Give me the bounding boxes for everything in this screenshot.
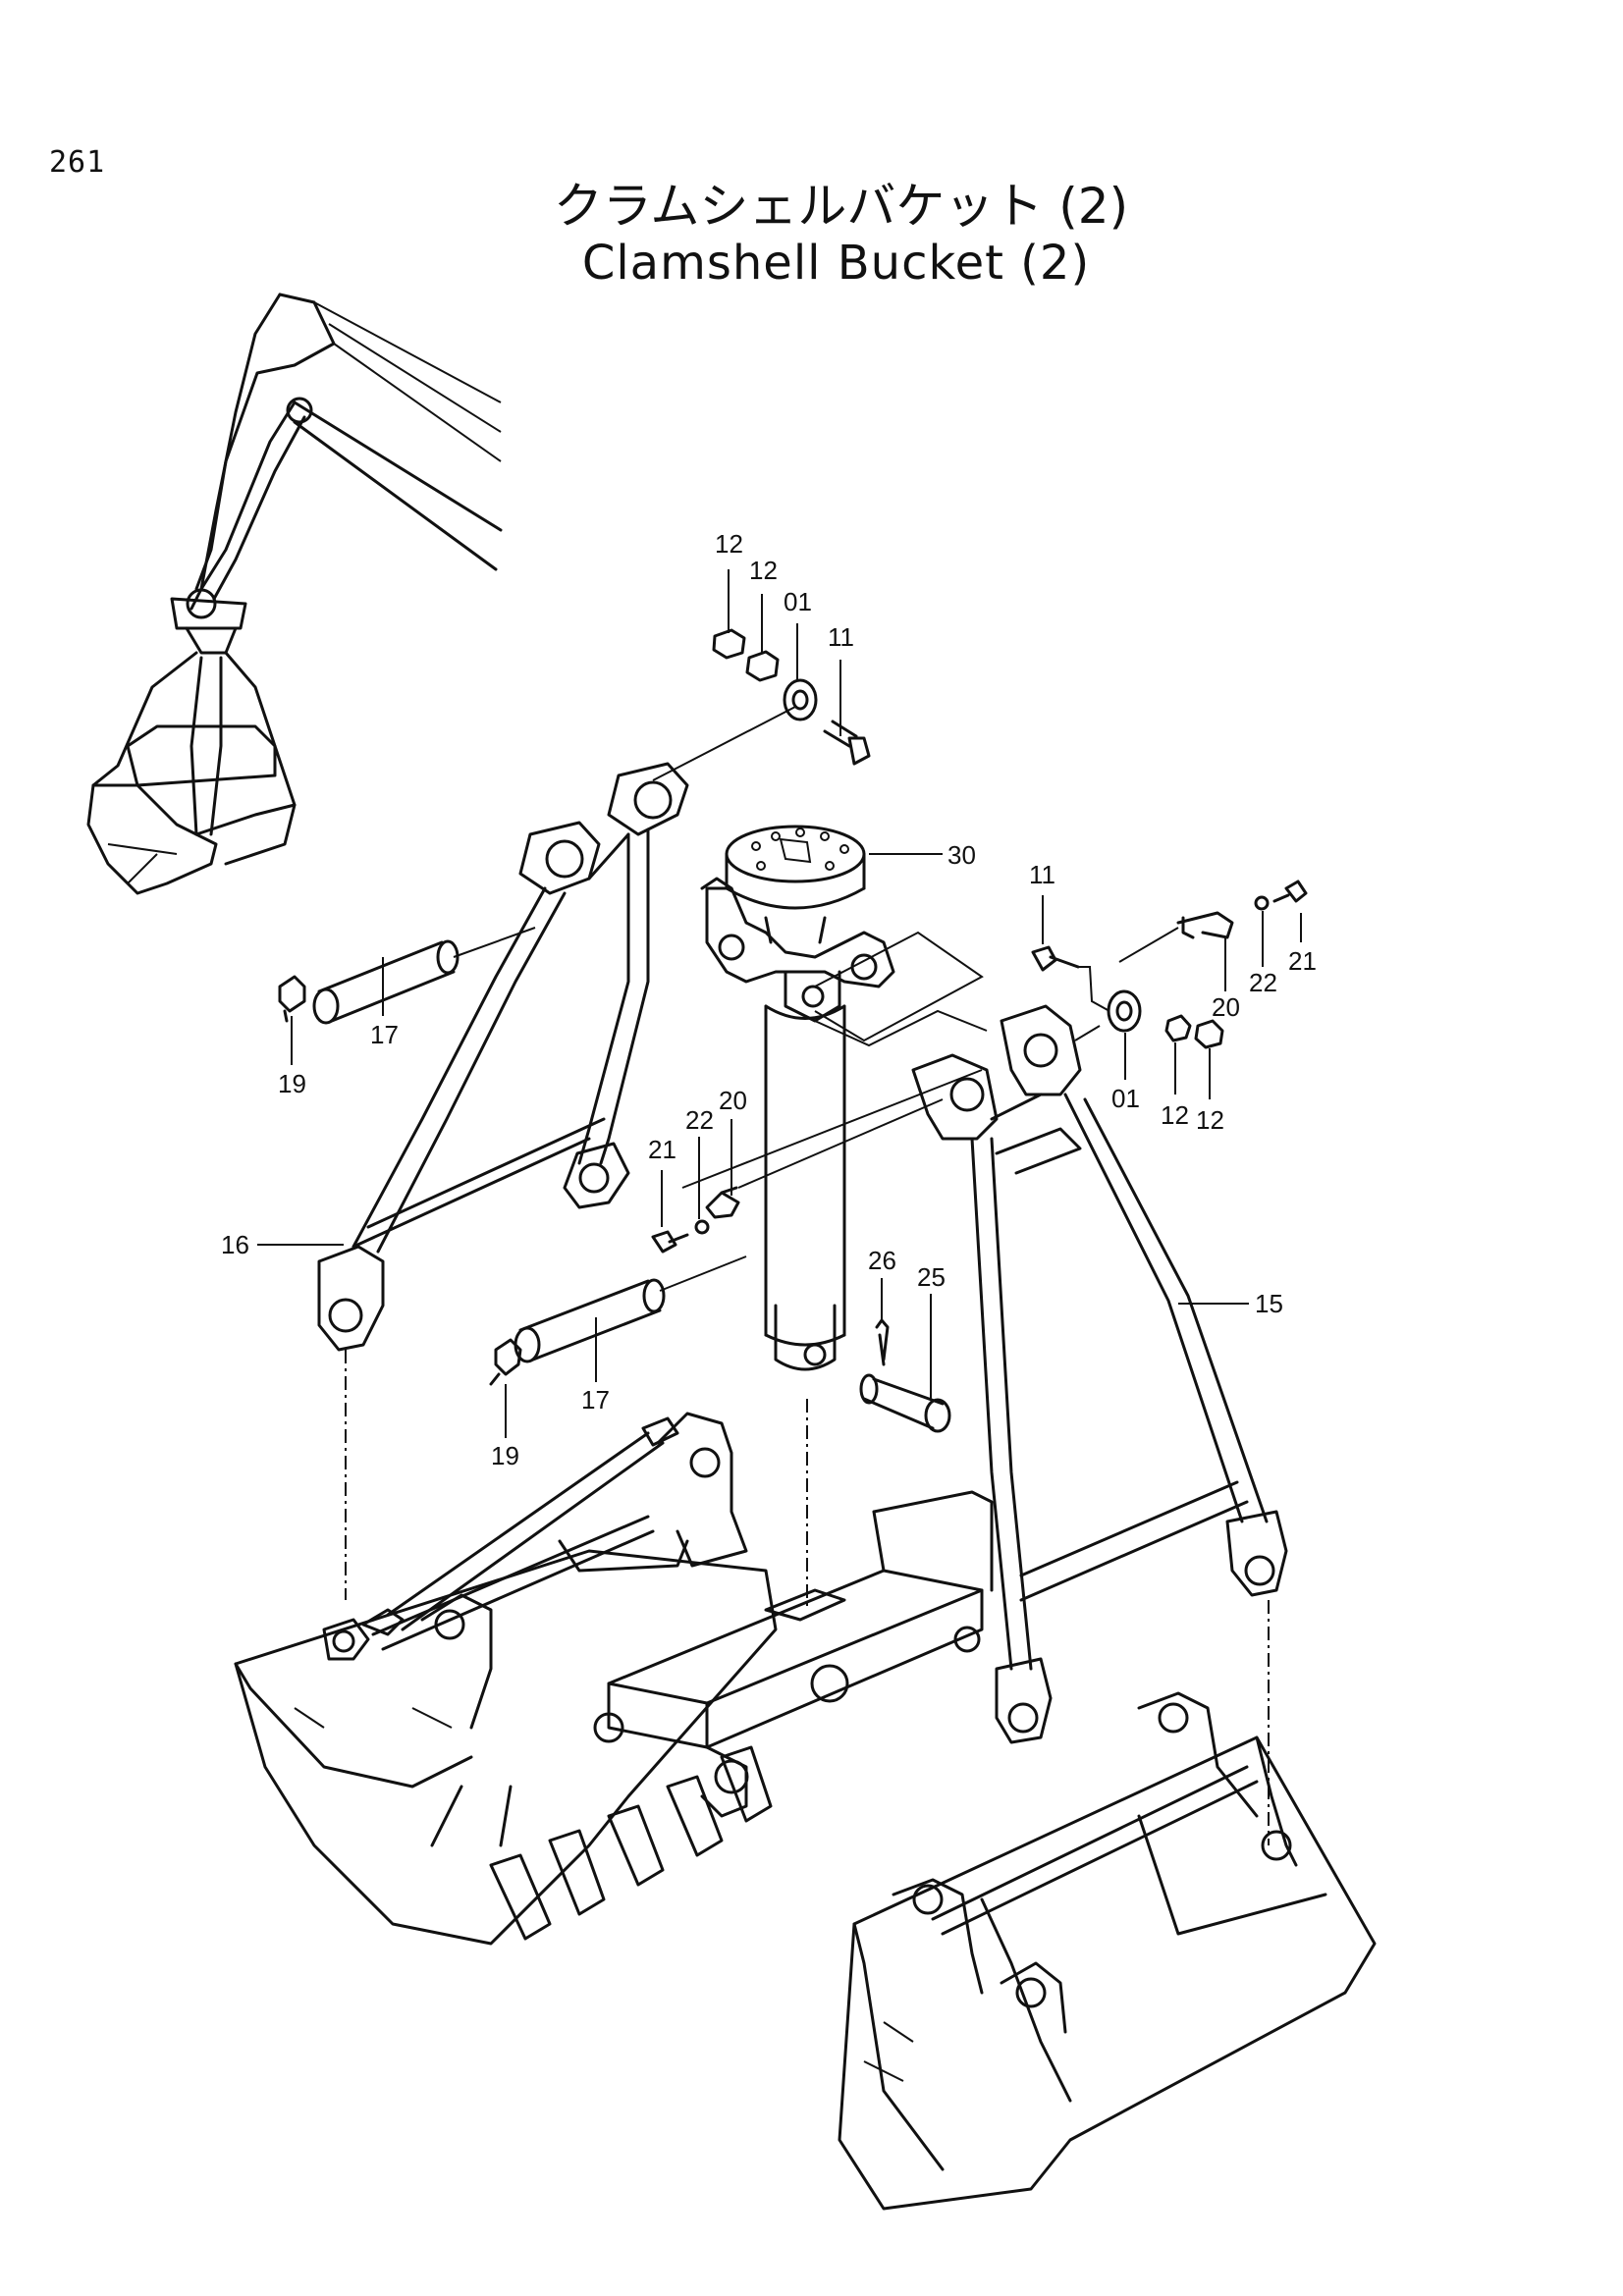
callout-01: 01 <box>1111 1084 1140 1113</box>
center-frame <box>593 1490 994 1818</box>
callout-11: 11 <box>828 622 854 652</box>
callout-12: 12 <box>749 556 778 585</box>
hardware-top-group <box>712 628 871 766</box>
callout-25: 25 <box>917 1262 946 1292</box>
arm-16 <box>317 762 689 1352</box>
left-bucket <box>234 1412 778 1946</box>
hardware-middle-group <box>651 1098 944 1254</box>
callout-30: 30 <box>947 840 976 870</box>
pin-axis-line <box>652 706 796 781</box>
page-title-english: Clamshell Bucket (2) <box>581 236 1091 291</box>
guide-line <box>814 1009 988 1047</box>
callout-26: 26 <box>868 1246 896 1275</box>
pin-17-upper <box>278 927 536 1025</box>
callout-labels: 12 12 01 11 30 11 21 22 20 01 12 12 17 1… <box>221 529 1317 1470</box>
callout-21: 21 <box>648 1135 676 1164</box>
callout-22: 22 <box>1249 968 1277 997</box>
rotator-hub-30 <box>700 825 895 1371</box>
page-number: 261 <box>49 145 106 180</box>
hardware-pin-25-26 <box>859 1318 951 1433</box>
hardware-right-group <box>1031 880 1308 1049</box>
callout-20: 20 <box>1212 992 1240 1022</box>
callout-01: 01 <box>784 587 812 616</box>
callout-22: 22 <box>685 1105 714 1135</box>
callout-19: 19 <box>278 1069 306 1098</box>
excavator-inset-illustration <box>86 293 503 895</box>
callout-12: 12 <box>1196 1105 1224 1135</box>
hub-bolt-holes <box>751 828 849 871</box>
callout-21: 21 <box>1288 946 1317 976</box>
callout-19: 19 <box>491 1441 519 1470</box>
page-title-japanese: クラムシェルバケット (2) <box>553 178 1129 235</box>
callout-12: 12 <box>1161 1100 1189 1130</box>
callout-15: 15 <box>1255 1289 1283 1318</box>
right-bucket <box>838 1691 1377 2211</box>
callout-17: 17 <box>581 1385 610 1415</box>
callout-17: 17 <box>370 1020 399 1049</box>
callout-11: 11 <box>1029 860 1055 889</box>
callout-12: 12 <box>715 529 743 559</box>
callout-16: 16 <box>221 1230 249 1259</box>
arm-15 <box>911 1004 1288 1744</box>
guide-line <box>814 931 984 1042</box>
leader-lines <box>257 569 1302 1438</box>
pin-17-lower <box>489 1255 747 1386</box>
callout-20: 20 <box>719 1086 747 1115</box>
